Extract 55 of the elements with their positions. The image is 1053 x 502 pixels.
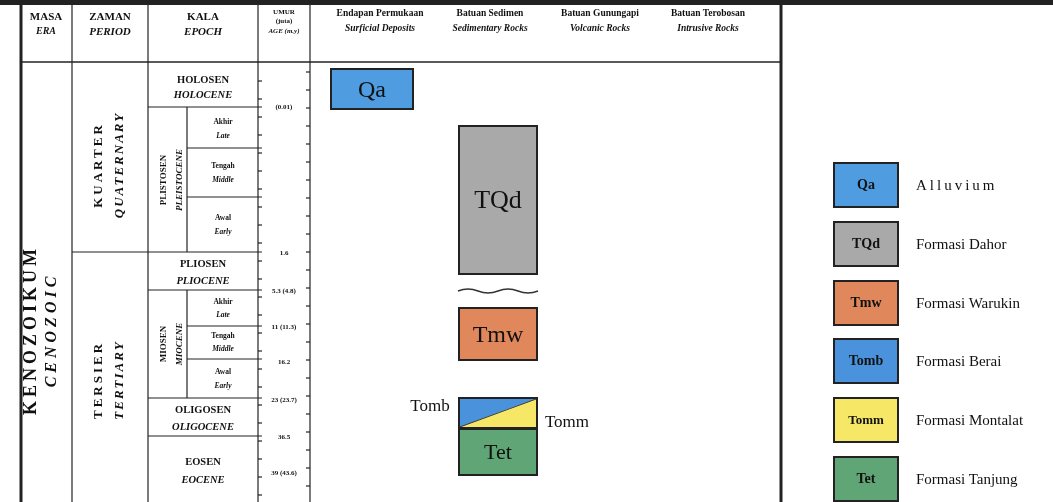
epoch-label: OLIGOSEN (175, 404, 231, 416)
rock-type-header: Sedimentary Rocks (452, 24, 528, 34)
formation-code: TQd (852, 235, 880, 252)
era-label: KENOZOIKUM (21, 245, 39, 415)
legend-label: Formasi Dahor (916, 236, 1007, 252)
formation-code: TQd (474, 185, 522, 215)
formation-block (458, 125, 538, 275)
era-label: CENOZOIC (43, 272, 59, 388)
formation-block (458, 397, 538, 429)
epoch-label: MIOCENE (174, 322, 184, 366)
period-label: TERTIARY (111, 340, 125, 420)
formation-code: Tmw (850, 294, 882, 311)
column-header: ZAMAN (89, 10, 131, 22)
formation-code: Tomm (848, 412, 884, 429)
rock-type-header: Batuan Gunungapi (561, 9, 639, 19)
rock-type-header: Volcanic Rocks (570, 24, 630, 34)
rock-type-header: Batuan Sedimen (456, 9, 524, 19)
formation-code: Tomb (848, 353, 884, 370)
formation-block (458, 428, 538, 476)
legend-label: Formasi Montalat (916, 412, 1024, 428)
legend-label: Formasi Tanjung (916, 471, 1018, 487)
formation-code: Tmw (472, 320, 524, 348)
legend-label: Alluvium (916, 177, 998, 193)
epoch-label: OLIGOCENE (172, 421, 234, 433)
column-header: KALA (187, 10, 219, 22)
rock-type-header: Surficial Deposits (345, 24, 415, 34)
formation-code: Qa (358, 75, 386, 103)
epoch-label: EOCENE (181, 474, 225, 486)
rock-type-header: Endapan Permukaan (336, 9, 424, 19)
formation-label: Tomb (410, 396, 450, 414)
epoch-label: EOSEN (185, 456, 221, 468)
column-header: ERA (36, 26, 56, 36)
legend-label: Formasi Warukin (916, 295, 1020, 311)
epoch-label: PLEISTOCENE (174, 149, 184, 211)
rock-type-header: Batuan Terobosan (671, 9, 745, 19)
period-label: TERSIER (90, 340, 104, 420)
column-header: MASA (29, 10, 63, 22)
period-label: KUARTER (90, 122, 104, 208)
epoch-label: PLIOCENE (176, 275, 230, 287)
formation-code: Qa (857, 177, 875, 193)
legend-label: Formasi Berai (916, 353, 1002, 369)
formation-code: Tet (856, 471, 876, 487)
formation-label: Tomm (544, 412, 590, 430)
rock-type-header: Intrusive Rocks (677, 24, 739, 34)
epoch-label: PLISTOSEN (158, 154, 168, 206)
column-header: EPOCH (184, 25, 222, 37)
formation-block (458, 307, 538, 361)
epoch-label: PLIOSEN (179, 258, 227, 270)
formation-block (330, 68, 414, 110)
epoch-label: HOLOSEN (177, 74, 229, 86)
column-header: PERIOD (89, 25, 131, 37)
epoch-label: MIOSEN (158, 325, 168, 363)
formation-code: Tet (484, 439, 512, 465)
epoch-label: HOLOCENE (173, 89, 233, 101)
period-label: QUATERNARY (111, 111, 125, 219)
